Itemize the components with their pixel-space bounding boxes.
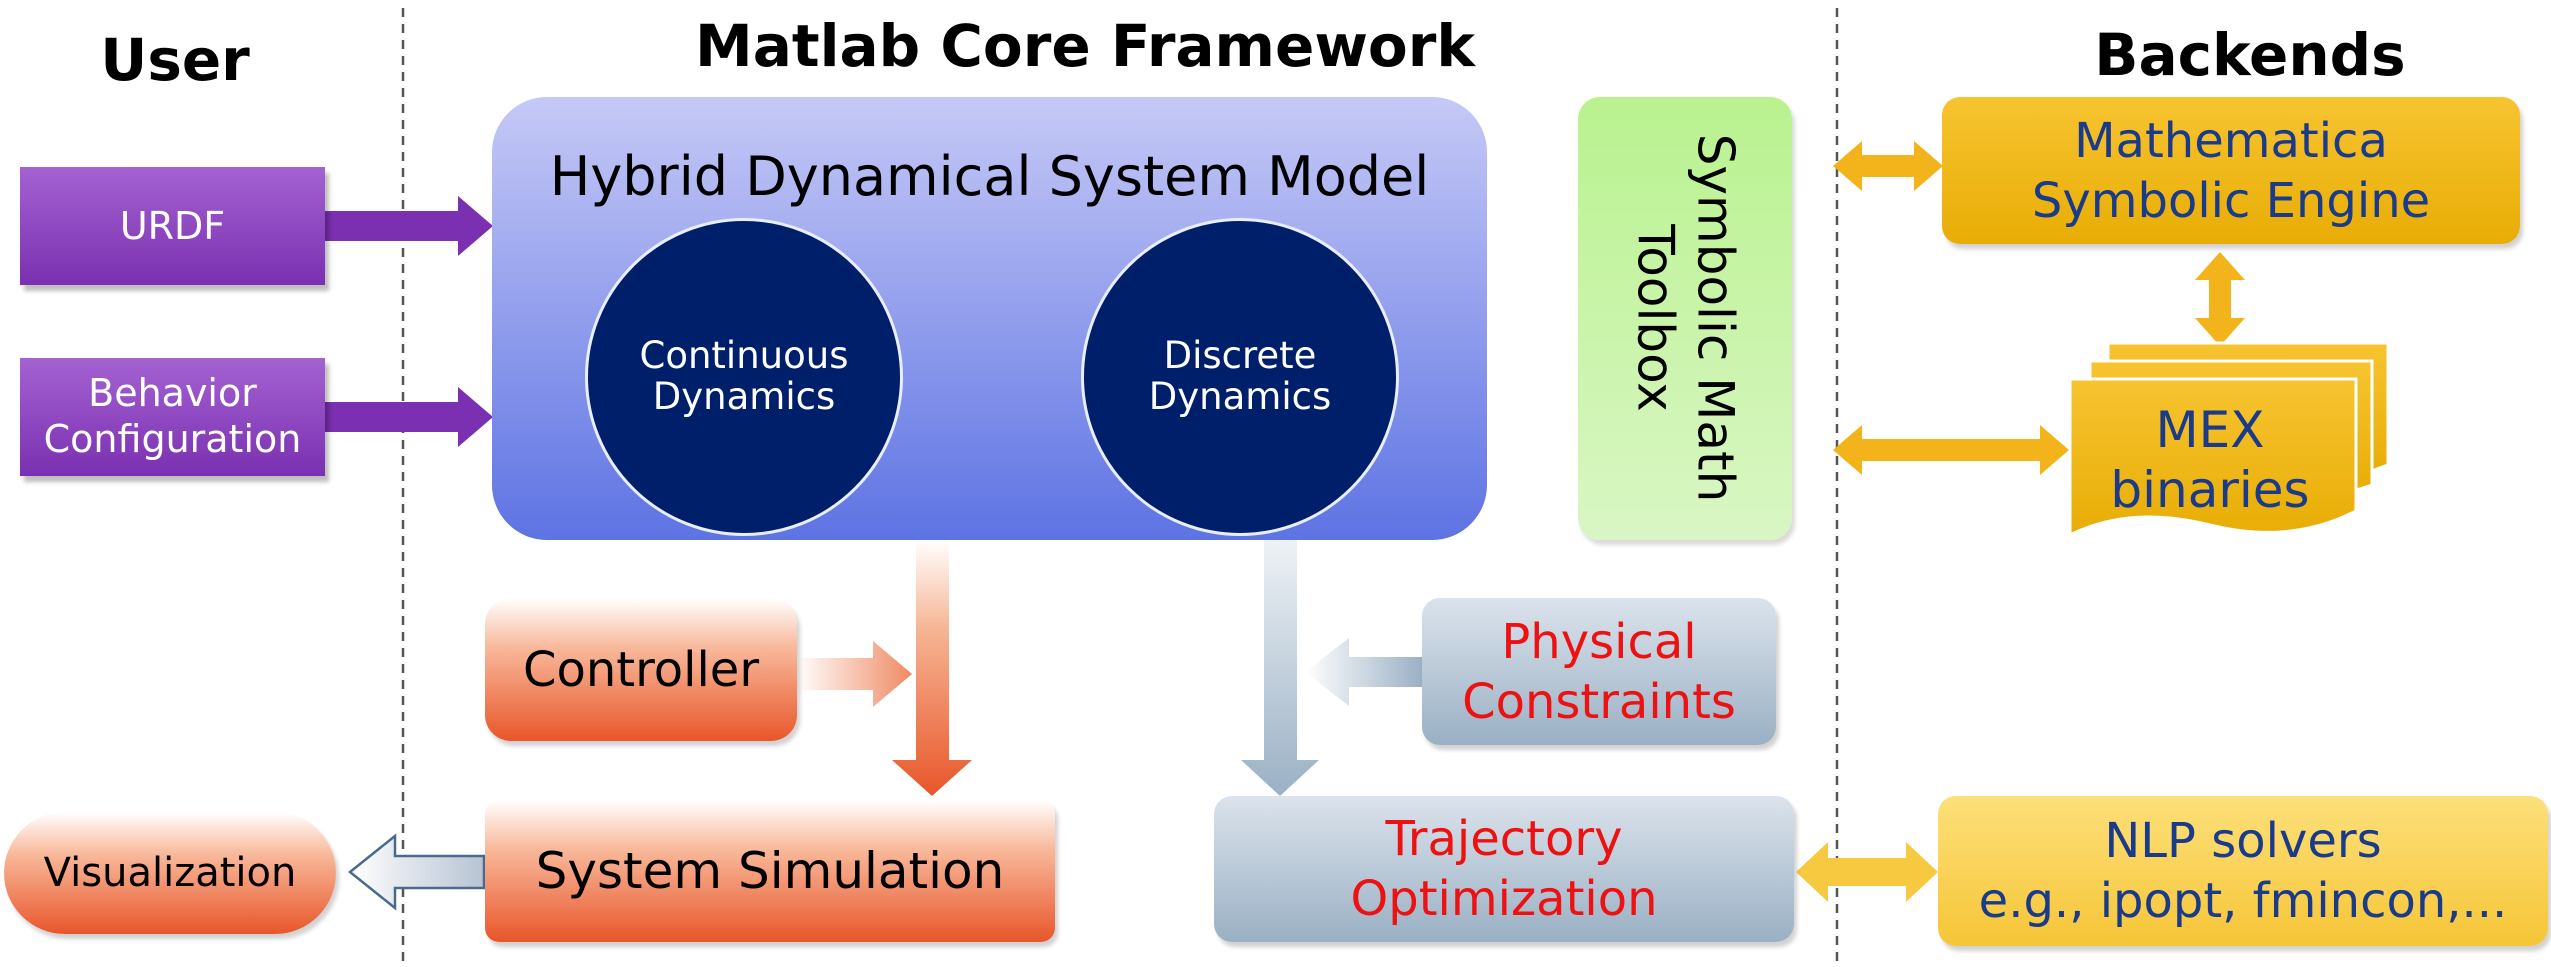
mex-label-line1: MEX (2155, 401, 2265, 459)
nlp-label-line2: e.g., ipopt, fmincon,... (1978, 873, 2508, 929)
trajectory-optimization-box: Trajectory Optimization (1214, 796, 1794, 942)
discrete-dynamics-circle: Discrete Dynamics (1081, 218, 1399, 536)
behavior-configuration-box: Behavior Configuration (20, 358, 325, 476)
mathematica-label-line1: Mathematica (2074, 112, 2388, 169)
discrete-label-line1: Discrete (1163, 334, 1317, 378)
continuous-label-line2: Dynamics (652, 375, 836, 418)
optimization-nlp-arrow (1796, 842, 1938, 902)
symbolic-label-line1: Symbolic Math (1686, 133, 1745, 503)
controller-arrow (797, 641, 912, 707)
continuous-dynamics-circle: Continuous Dynamics (585, 218, 903, 536)
constraints-label-line2: Constraints (1462, 673, 1736, 730)
hybrid-model-title: Hybrid Dynamical System Model (549, 144, 1430, 208)
constraints-arrow (1305, 638, 1422, 706)
symbolic-mathematica-arrow (1833, 141, 1943, 191)
trajectory-label-line1: Trajectory (1385, 811, 1623, 867)
continuous-label-line1: Continuous (639, 334, 849, 378)
nlp-solvers-box: NLP solvers e.g., ipopt, fmincon,... (1938, 796, 2548, 946)
symbolic-label-line2: Toolbox (1626, 224, 1685, 412)
behavior-arrow (325, 387, 493, 447)
mathematica-label-line2: Symbolic Engine (2031, 172, 2431, 229)
mex-binaries-label: MEX binaries (2070, 395, 2350, 525)
core-framework-header: Matlab Core Framework (695, 12, 1475, 80)
symbolic-mex-arrow (1833, 425, 2069, 475)
controller-box: Controller (485, 598, 797, 741)
mathematica-mex-arrow (2195, 252, 2245, 346)
urdf-arrow (325, 196, 493, 256)
discrete-label-line2: Dynamics (1148, 375, 1332, 418)
user-header: User (100, 26, 250, 94)
model-to-simulation-arrow (892, 540, 972, 796)
backends-header: Backends (2094, 21, 2406, 89)
urdf-box: URDF (20, 167, 325, 285)
simulation-to-visualization-arrow (347, 833, 486, 911)
nlp-label-line1: NLP solvers (2104, 813, 2382, 869)
mex-doc-front (2068, 377, 2358, 538)
behavior-label-line1: Behavior (88, 371, 257, 416)
mathematica-engine-box: Mathematica Symbolic Engine (1942, 97, 2520, 244)
symbolic-math-toolbox (1578, 97, 1792, 540)
mex-label-line2: binaries (2110, 461, 2310, 519)
model-to-optimization-arrow (1241, 540, 1319, 796)
physical-constraints-box: Physical Constraints (1422, 598, 1776, 745)
visualization-box: Visualization (4, 812, 336, 934)
constraints-label-line1: Physical (1501, 613, 1697, 670)
system-simulation-box: System Simulation (485, 800, 1055, 942)
trajectory-label-line2: Optimization (1350, 871, 1658, 927)
symbolic-toolbox-label: Symbolic Math Toolbox (1579, 97, 1793, 540)
behavior-label-line2: Configuration (43, 417, 302, 461)
mex-binaries-shape (2068, 341, 2390, 538)
